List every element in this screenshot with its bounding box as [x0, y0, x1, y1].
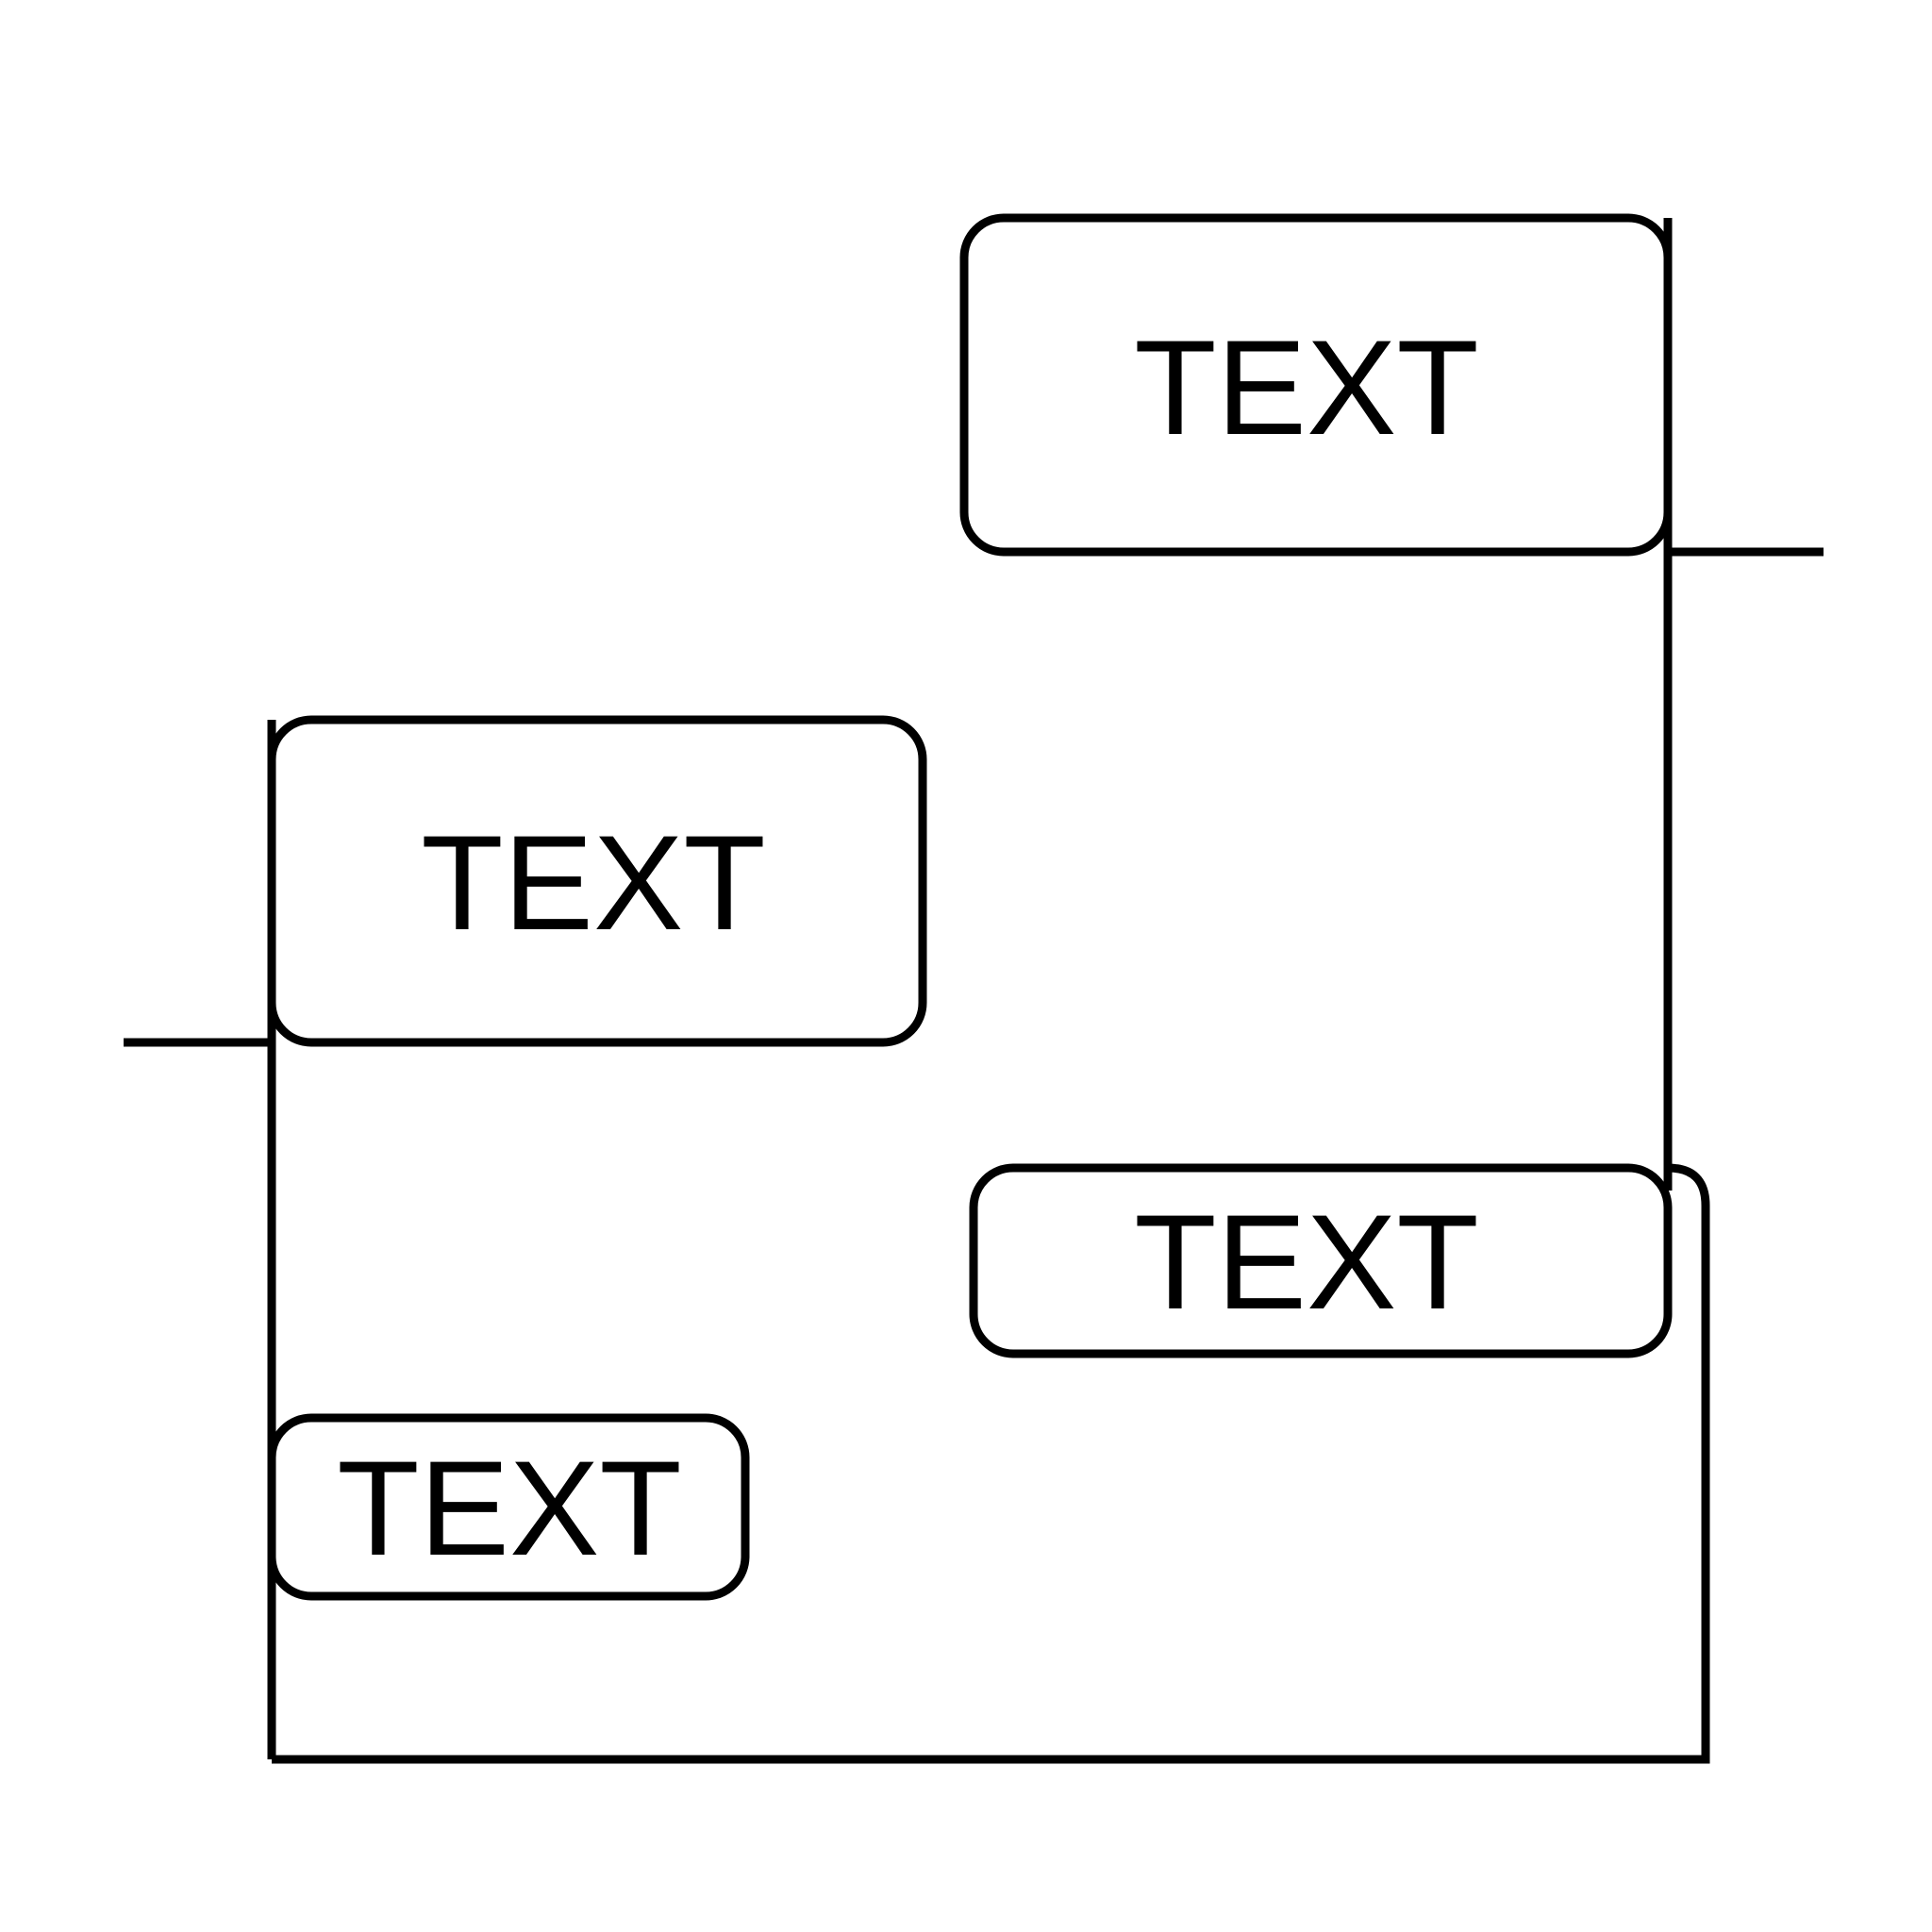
connector-outer-return-path [272, 1163, 1710, 1764]
node-4-group[interactable]: TEXT [267, 1413, 750, 1601]
node-3-box[interactable] [969, 1163, 1673, 1358]
node-2-box[interactable] [267, 715, 927, 1047]
node-3-label: TEXT [1134, 1188, 1478, 1338]
connector-overlay-layer [267, 528, 1673, 1759]
node-1-box[interactable] [959, 213, 1673, 557]
node-4-label: TEXT [337, 1434, 681, 1584]
node-2-label: TEXT [421, 808, 765, 958]
node-3-group[interactable]: TEXT [969, 1163, 1673, 1358]
node-2-group[interactable]: TEXT [267, 715, 927, 1047]
node-1-group[interactable]: TEXT [959, 213, 1673, 557]
node-1-label: TEXT [1134, 313, 1478, 463]
